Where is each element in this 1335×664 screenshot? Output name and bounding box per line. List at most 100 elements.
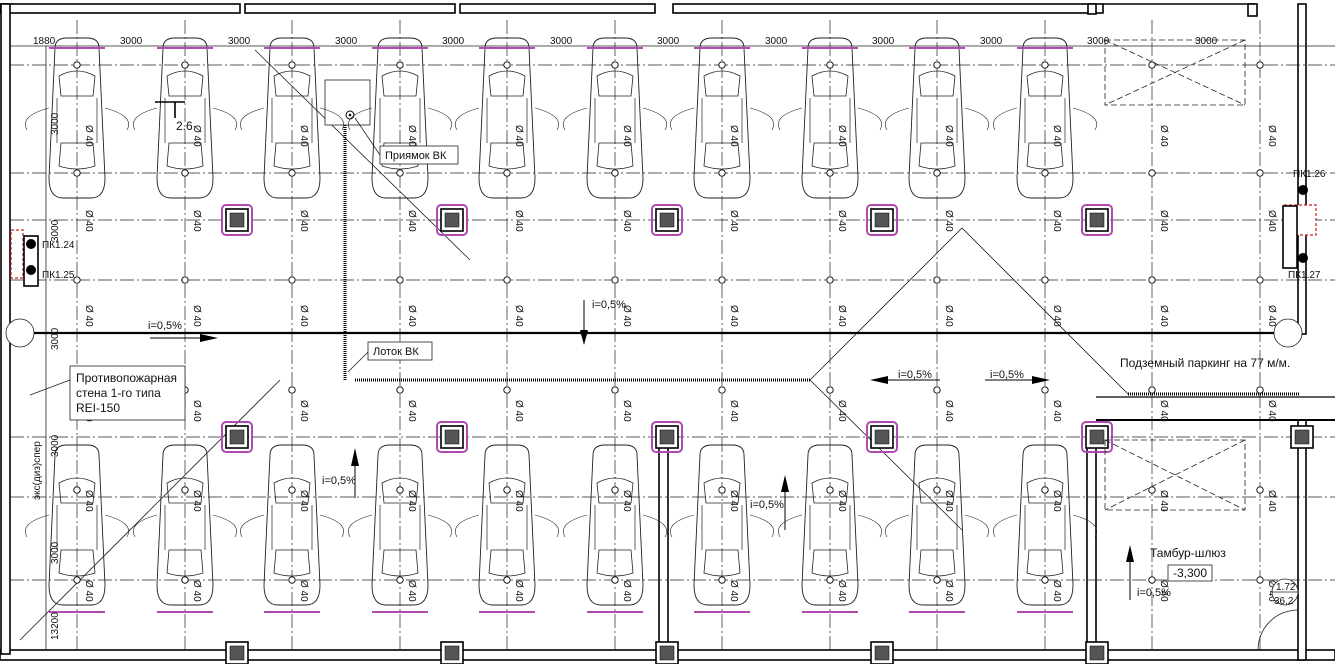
pipe-diameter-label: Ø 40 (1158, 490, 1169, 512)
column (225, 641, 249, 664)
car-outline (133, 444, 237, 606)
pipe-diameter-label: Ø 40 (1051, 210, 1062, 232)
riser-node (1148, 276, 1156, 284)
riser-node (611, 576, 619, 584)
column (866, 421, 898, 453)
car-outline (25, 444, 129, 606)
room-area: 36,2 (1274, 596, 1294, 607)
pipe-diameter-label: Ø 40 (1051, 125, 1062, 147)
dim-3000: 3000 (335, 36, 358, 47)
slope-label: i=0,5% (898, 369, 932, 381)
hydrant-label: ПК1.26 (1293, 169, 1326, 180)
riser-node (1041, 61, 1049, 69)
fire-hydrants: ПК1.24 ПК1.25 ПК1.26 ПК1.27 (5, 169, 1326, 348)
column (651, 421, 683, 453)
pipe-risers: Ø 40 Ø 40 Ø 40 Ø 40 Ø 40 Ø 40 Ø 40 Ø 40 Ø 40 Ø 40… (73, 61, 1277, 602)
dim-3000: 3000 (1087, 36, 1110, 47)
riser-node (1041, 576, 1049, 584)
parking-label: Подземный паркинг на 77 м/м. (1120, 356, 1290, 370)
car-outline (670, 37, 774, 199)
left-dimensions: 3000 3000 3000 3000 3000 13200 экс(диз)с… (32, 46, 61, 650)
riser-node (1148, 169, 1156, 177)
column (436, 204, 468, 236)
pipe-diameter-label: Ø 40 (298, 400, 309, 422)
column (1081, 421, 1113, 453)
riser-node (396, 169, 404, 177)
car-outline (885, 444, 989, 606)
callout-firewall: Противопожарная стена 1-го типа REI-150 (29, 365, 186, 421)
riser-node (288, 61, 296, 69)
riser-node (1041, 169, 1049, 177)
top-dimensions: 1880 3000 3000 3000 3000 3000 3000 3000 … (10, 36, 1335, 47)
firewall-line-3: REI-150 (76, 401, 120, 415)
pipe-diameter-label: Ø 40 (191, 580, 202, 602)
riser-node (611, 486, 619, 494)
pipe-diameter-label: Ø 40 (836, 580, 847, 602)
column (1081, 204, 1113, 236)
car-outline (348, 37, 452, 199)
column-set (221, 204, 1314, 664)
car-outline (455, 444, 559, 606)
pipe-diameter-label: Ø 40 (191, 400, 202, 422)
slope-label: i=0,5% (592, 299, 626, 311)
column (866, 204, 898, 236)
pipe-diameter-label: Ø 40 (406, 580, 417, 602)
riser-node (503, 486, 511, 494)
pipe-diameter-label: Ø 40 (728, 490, 739, 512)
riser-node (718, 486, 726, 494)
riser-node (611, 169, 619, 177)
car-outline (670, 444, 774, 606)
level-mark: -3,300 (1173, 566, 1207, 580)
pipe-diameter-label: Ø 40 (1051, 490, 1062, 512)
dim-3000: 3000 (980, 36, 1003, 47)
riser-node (1041, 276, 1049, 284)
pipe-diameter-label: Ø 40 (513, 580, 524, 602)
pipe-diameter-label: Ø 40 (298, 305, 309, 327)
riser-node (1256, 386, 1264, 394)
pipe-diameter-label: Ø 40 (1266, 125, 1277, 147)
pipe-diameter-label: Ø 40 (621, 490, 632, 512)
pipe-diameter-label: Ø 40 (191, 305, 202, 327)
riser-node (396, 576, 404, 584)
dim-3000: 3000 (765, 36, 788, 47)
riser-node (933, 61, 941, 69)
callout-tray: Лоток ВК (347, 341, 433, 373)
riser-node (73, 486, 81, 494)
pipe-diameter-label: Ø 40 (191, 210, 202, 232)
car-outline (348, 444, 452, 606)
pipe-diameter-label: Ø 40 (1158, 125, 1169, 147)
riser-node (288, 386, 296, 394)
car-outline (25, 37, 129, 199)
riser-node (1041, 486, 1049, 494)
section-mark-label: 2.6 (176, 119, 193, 133)
pipe-diameter-label: Ø 40 (513, 490, 524, 512)
ventilation-shafts (1104, 39, 1299, 651)
pipe-diameter-label: Ø 40 (513, 210, 524, 232)
pipe-diameter-label: Ø 40 (1266, 210, 1277, 232)
riser-node (181, 169, 189, 177)
dim-3000: 3000 (1195, 36, 1218, 47)
pipe-diameter-label: Ø 40 (83, 580, 94, 602)
riser-node (1256, 169, 1264, 177)
pipe-diameter-label: Ø 40 (191, 490, 202, 512)
riser-node (826, 61, 834, 69)
dim-left-13200: 13200 (50, 612, 61, 640)
car-outline (455, 37, 559, 199)
pipe-diameter-label: Ø 40 (728, 210, 739, 232)
pipe-diameter-label: Ø 40 (836, 400, 847, 422)
riser-node (718, 386, 726, 394)
column (870, 641, 894, 664)
riser-node (611, 61, 619, 69)
riser-node (933, 169, 941, 177)
room-number: 1.72 (1276, 582, 1296, 593)
pipe-diameter-label: Ø 40 (728, 580, 739, 602)
axis-grid (10, 20, 1335, 650)
pipe-diameter-label: Ø 40 (298, 125, 309, 147)
car-outline (778, 444, 882, 606)
hydrant-icon (26, 265, 36, 275)
riser-node (1148, 386, 1156, 394)
riser-node (73, 169, 81, 177)
riser-node (611, 386, 619, 394)
riser-node (718, 276, 726, 284)
riser-node (503, 276, 511, 284)
